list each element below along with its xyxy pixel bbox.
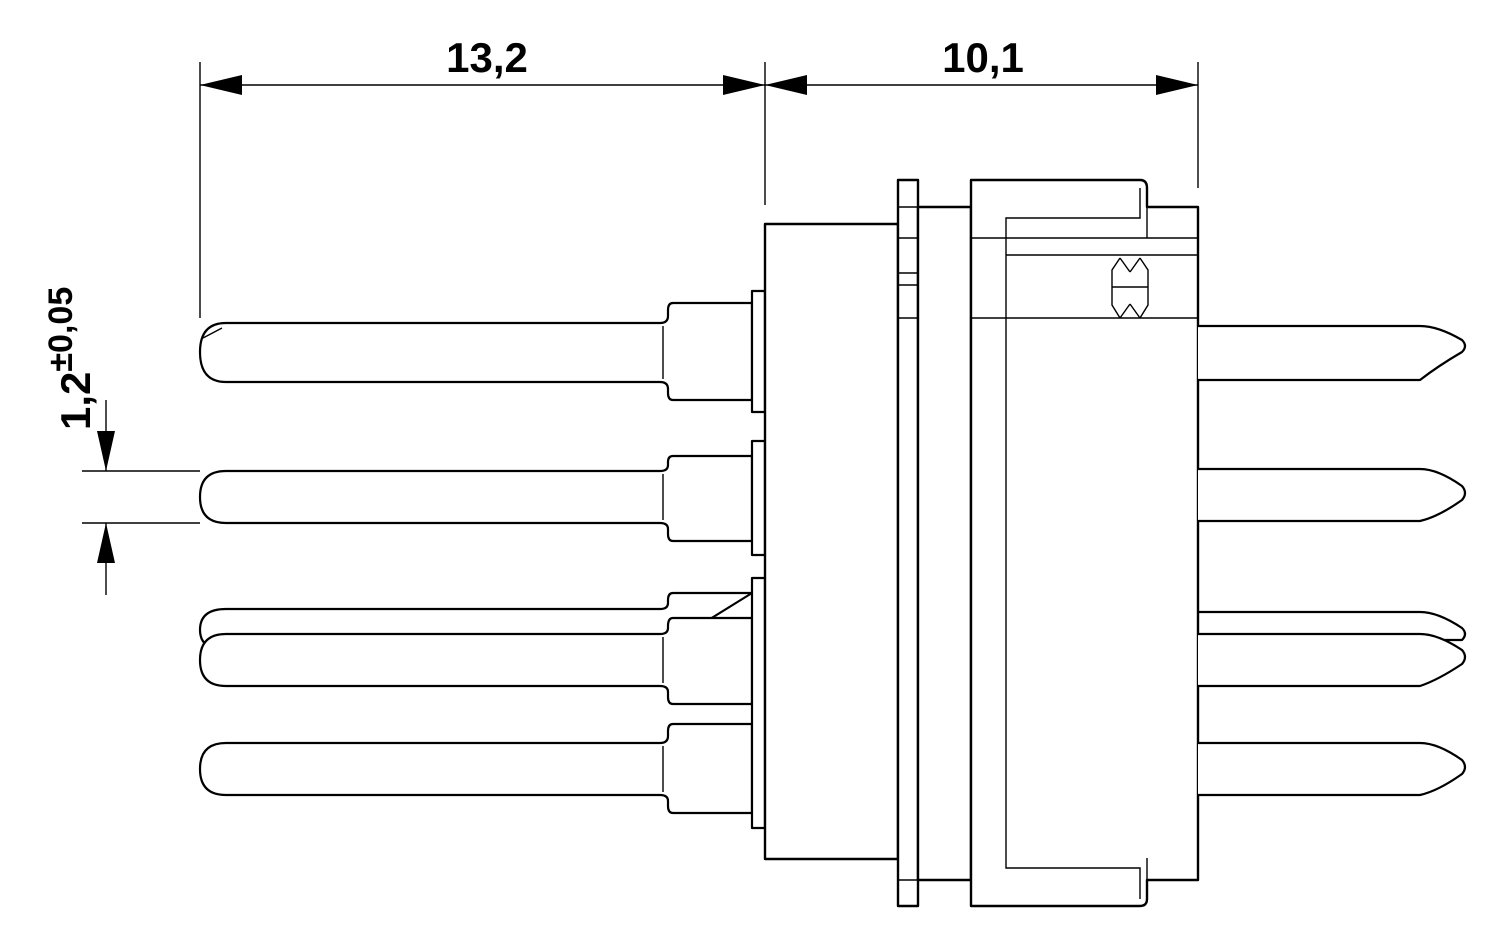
arrow-right-start	[765, 75, 807, 95]
arrow-left-start	[200, 75, 242, 95]
connector-body	[763, 178, 1200, 908]
right-pin-2	[1198, 467, 1467, 523]
left-pin-5	[198, 722, 754, 815]
right-pin-5	[1198, 741, 1467, 797]
dimension-pin-diameter: 1,2±0,05	[42, 287, 200, 595]
right-pins	[1198, 324, 1467, 797]
dimension-label-pin-length: 13,2	[446, 34, 528, 81]
right-pin-1	[1198, 324, 1467, 382]
rear-housing	[763, 222, 900, 861]
dimension-top: 13,2 10,1	[199, 34, 1199, 318]
left-pins	[198, 289, 767, 830]
left-pin-2	[198, 454, 754, 543]
left-pin-1-collar	[750, 289, 767, 414]
left-pin-4	[198, 616, 754, 706]
flange-collar	[916, 205, 973, 882]
left-pin-3-5-collar	[750, 576, 767, 830]
flange	[896, 178, 920, 908]
insert-outline	[1005, 188, 1141, 899]
dimension-label-body-length: 10,1	[942, 34, 1024, 81]
right-pin-4	[1198, 632, 1467, 688]
dimension-label-pin-diameter: 1,2±0,05	[42, 287, 99, 430]
left-pin-1	[198, 301, 754, 402]
arrow-up	[97, 523, 115, 563]
arrow-down	[97, 431, 115, 471]
arrow-right-end	[1156, 75, 1198, 95]
arrow-left-end	[723, 75, 765, 95]
left-pin-2-collar	[750, 439, 767, 557]
coupling-nut	[969, 178, 1200, 908]
